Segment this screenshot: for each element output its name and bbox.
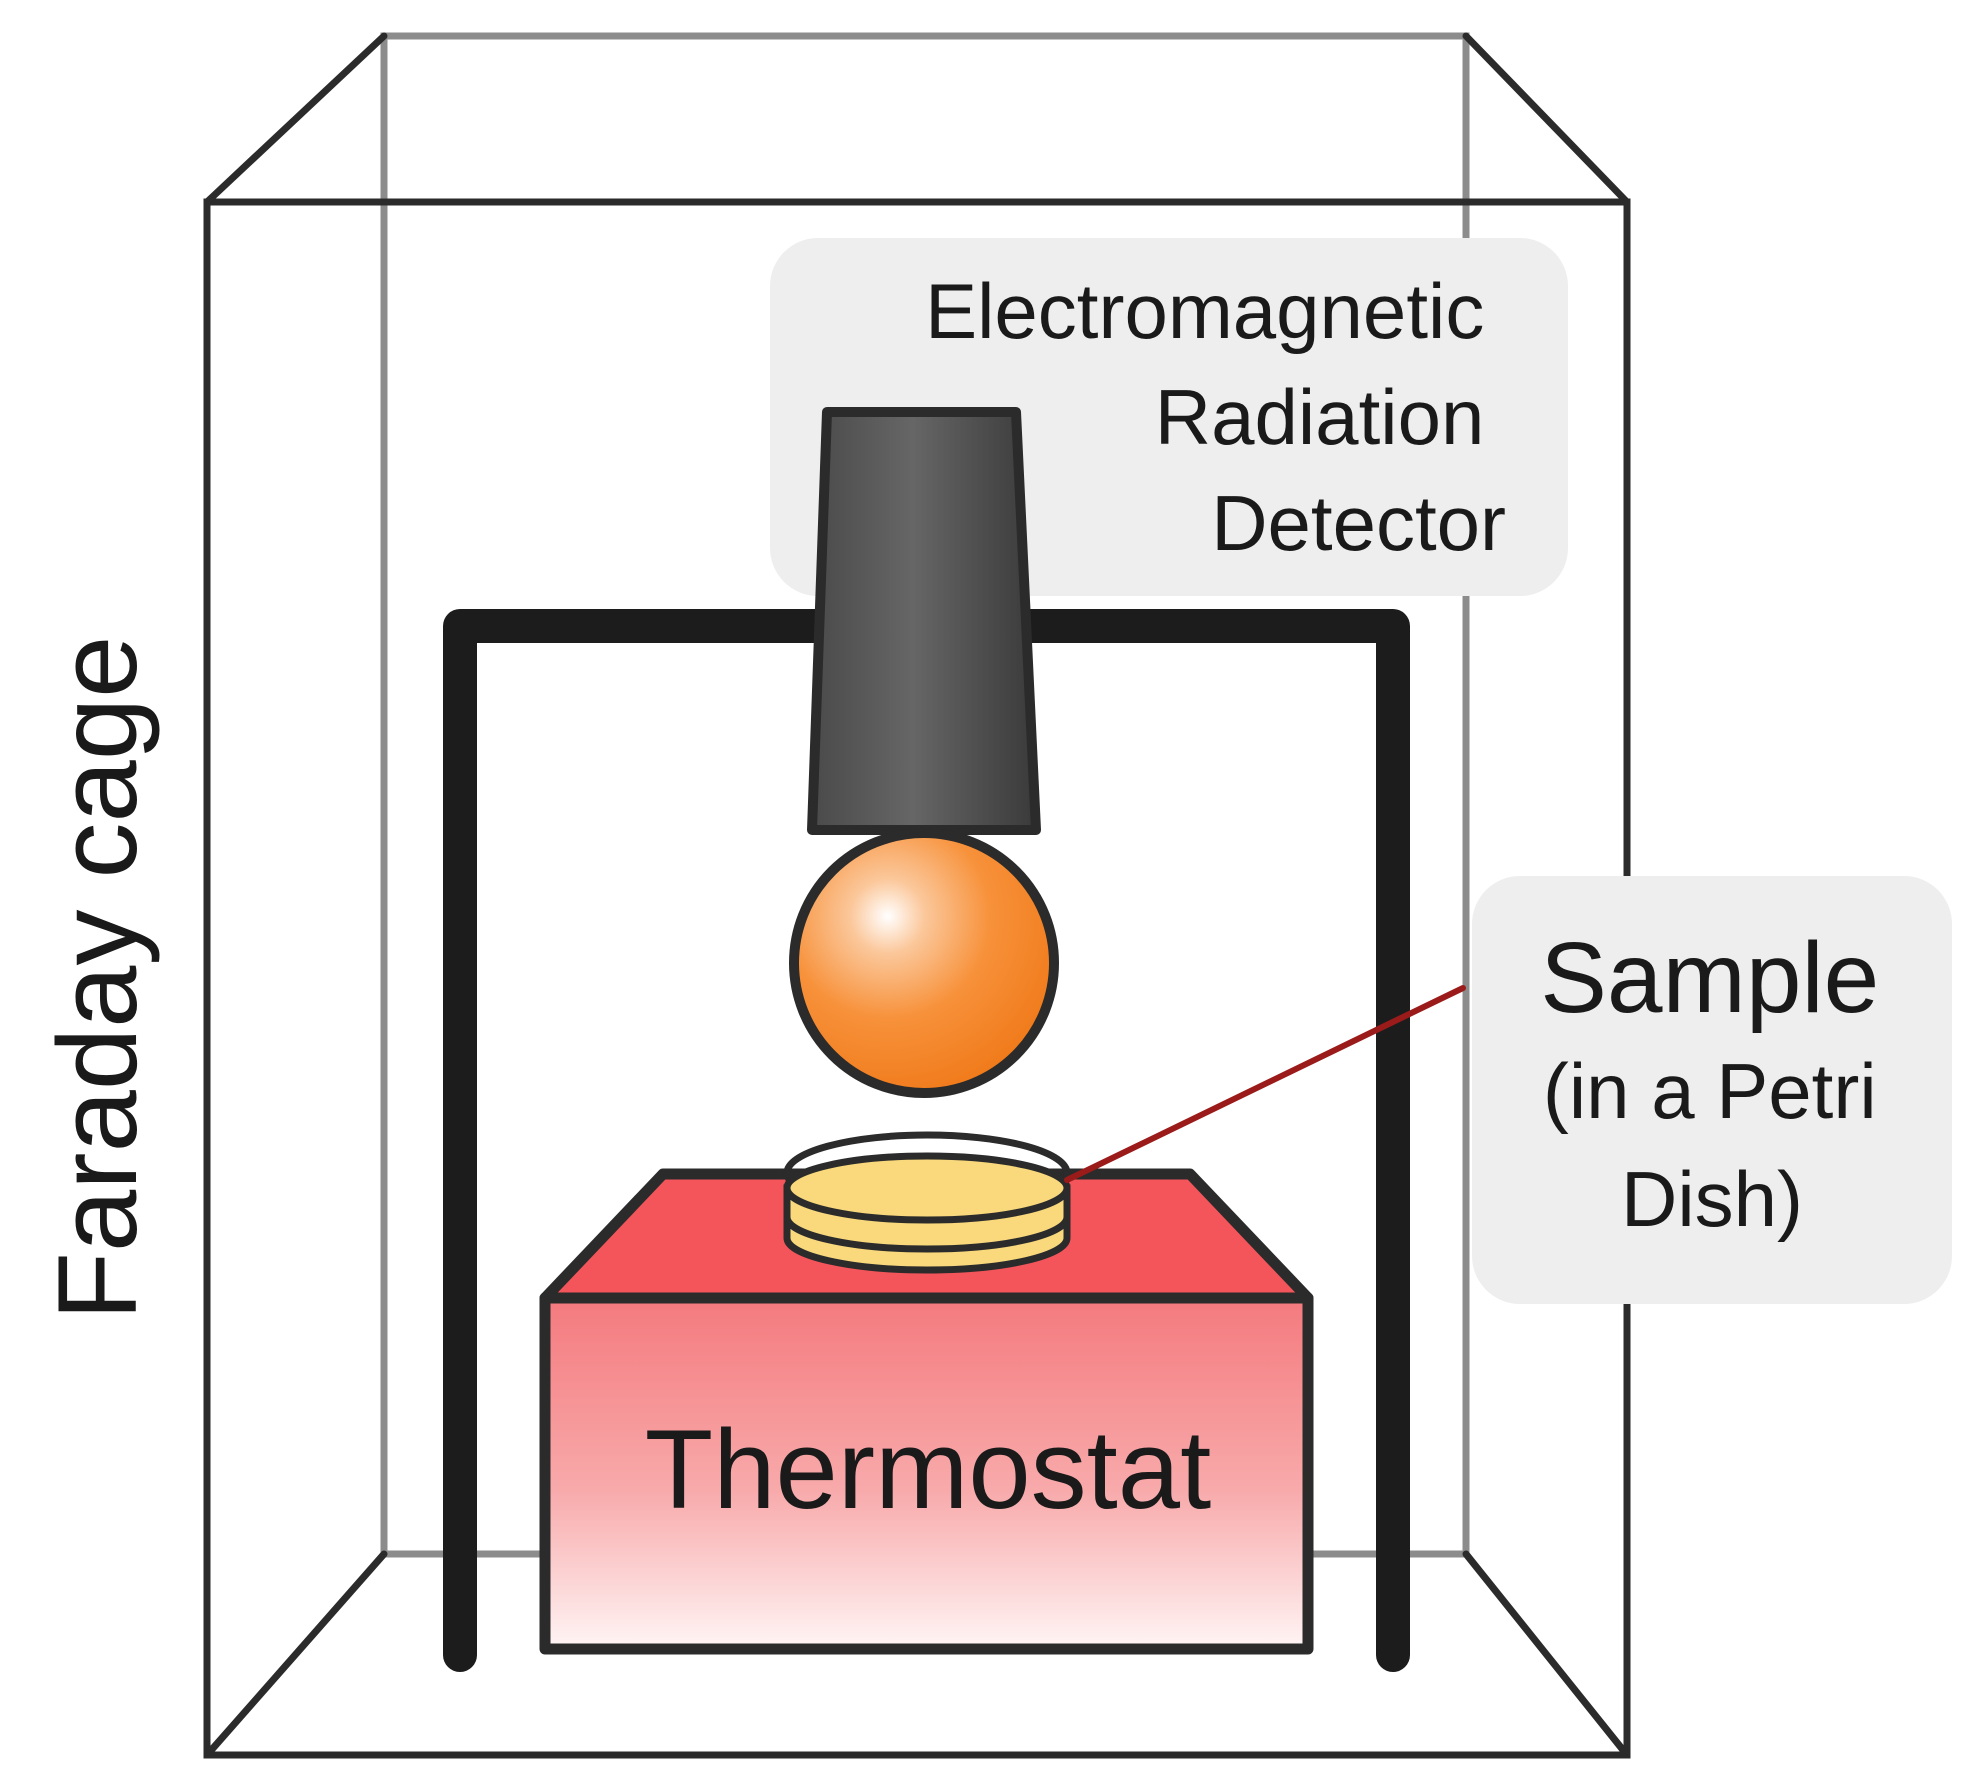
sample-pointer-line xyxy=(1064,985,1466,1183)
sample-callout xyxy=(1472,876,1952,1304)
detector-label-line-3: Detector xyxy=(1211,479,1506,567)
thermostat-front xyxy=(539,1292,1314,1655)
sample-label-line-2: (in a Petri xyxy=(1543,1047,1877,1135)
petri-dish xyxy=(783,1131,1071,1274)
faraday-cage-label: Faraday cage xyxy=(35,636,160,1321)
radiation-sphere xyxy=(789,828,1059,1098)
detector-label: Electromagnetic Radiation Detector xyxy=(925,267,1506,567)
thermostat-label: Thermostat xyxy=(645,1407,1211,1532)
petri-dish-rim xyxy=(783,1216,1071,1253)
sample-label-title: Sample xyxy=(1540,922,1879,1034)
sample-label-line-3: Dish) xyxy=(1621,1155,1803,1243)
petri-dish-sample xyxy=(783,1152,1071,1224)
detector-body xyxy=(807,407,1041,835)
sample-label: Sample (in a Petri Dish) xyxy=(1540,922,1884,1243)
detector-label-line-1: Electromagnetic xyxy=(925,267,1484,355)
detector-label-line-2: Radiation xyxy=(1155,373,1485,461)
